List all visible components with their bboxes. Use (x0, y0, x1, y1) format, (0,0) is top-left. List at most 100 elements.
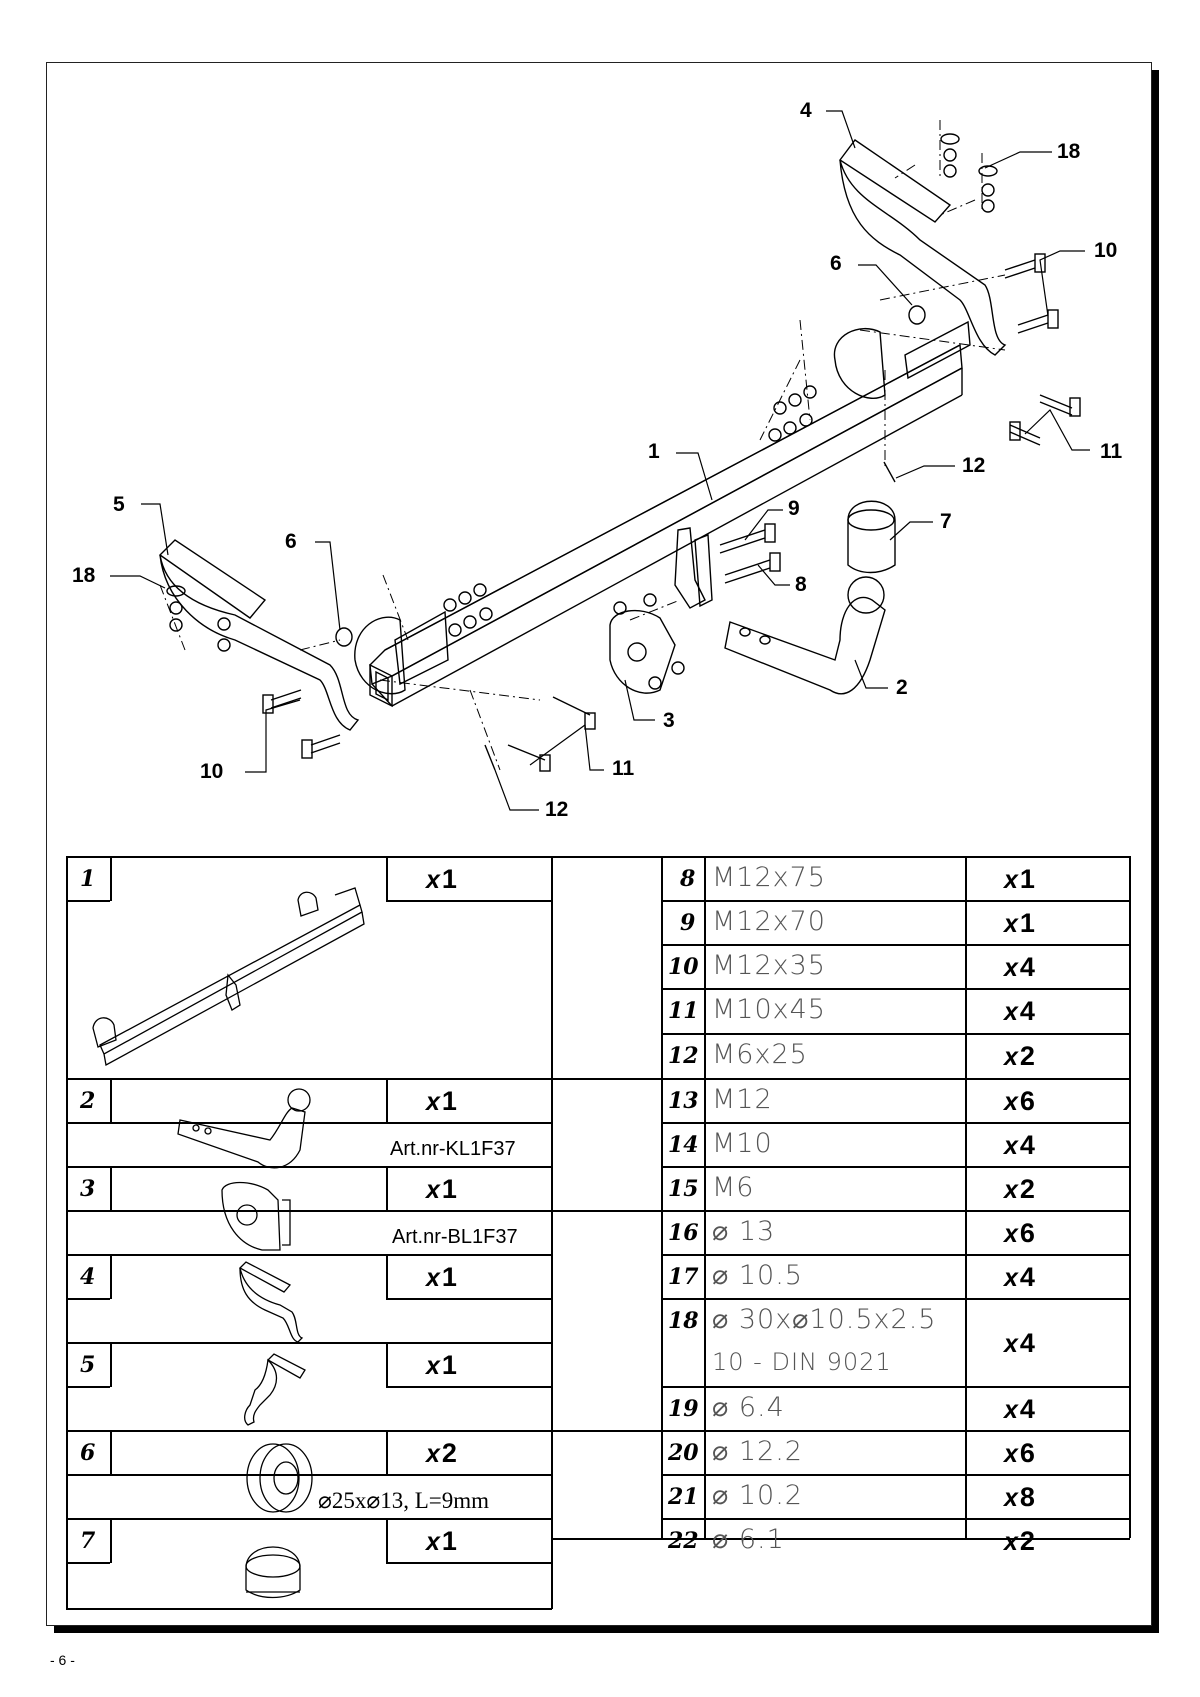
callout-5: 5 (113, 493, 125, 516)
bracket-part-5 (158, 539, 360, 731)
hardware-no-10: 10 (668, 954, 699, 980)
callout-3: 3 (663, 709, 675, 732)
nut-cluster (169, 148, 995, 690)
spacer-thumbnail (246, 1443, 313, 1513)
callout-6-left: 6 (285, 530, 297, 553)
crossbar-part (369, 343, 963, 708)
ball-neck-part-2 (724, 576, 886, 695)
hardware-spec-14: M10 (712, 1128, 773, 1159)
hardware-no-11: 11 (668, 998, 699, 1024)
callout-8: 8 (795, 573, 807, 596)
hardware-no-8: 8 (680, 866, 696, 892)
frame-shadow-bottom (54, 1626, 1159, 1633)
bolt-group (262, 253, 1081, 772)
bracket-part-4 (838, 139, 1007, 356)
callout-1: 1 (648, 440, 660, 463)
hardware-qty-11: x4 (1004, 996, 1035, 1026)
callout-2: 2 (896, 676, 908, 699)
part-qty-3: x1 (426, 1174, 457, 1204)
hardware-spec-16: ⌀ 13 (712, 1216, 776, 1247)
callout-18-right: 18 (1057, 140, 1081, 163)
hardware-qty-13: x6 (1004, 1086, 1035, 1116)
crossbar-thumbnail (92, 887, 365, 1067)
ball-cap-part-7 (847, 500, 896, 574)
hardware-no-12: 12 (668, 1043, 699, 1069)
hardware-no-15: 15 (668, 1176, 699, 1202)
hardware-qty-21: x8 (1004, 1482, 1035, 1512)
callout-11-right: 11 (1100, 440, 1123, 463)
part-no-5: 5 (80, 1352, 96, 1378)
hardware-spec-13: M12 (712, 1084, 773, 1115)
hardware-qty-22: x2 (1004, 1526, 1035, 1556)
hardware-no-20: 20 (668, 1440, 699, 1466)
hardware-qty-20: x6 (1004, 1438, 1035, 1468)
hardware-qty-14: x4 (1004, 1130, 1035, 1160)
hardware-spec-8: M12x75 (712, 862, 826, 893)
hardware-no-21: 21 (668, 1484, 699, 1510)
part-qty-4: x1 (426, 1262, 457, 1292)
callout-11-left: 11 (612, 757, 635, 780)
hardware-spec-20: ⌀ 12.2 (712, 1436, 803, 1467)
hardware-qty-17: x4 (1004, 1262, 1035, 1292)
hardware-qty-8: x1 (1004, 864, 1035, 894)
hardware-qty-18: x4 (1004, 1328, 1035, 1358)
hardware-spec-12: M6x25 (712, 1039, 808, 1070)
part-qty-1: x1 (426, 864, 457, 894)
bracket-4-thumbnail (238, 1261, 304, 1343)
callout-10-right: 10 (1094, 239, 1118, 262)
hardware-spec-18: ⌀ 30x⌀10.5x2.5 (712, 1304, 937, 1335)
part-note-3: Art.nr-BL1F37 (392, 1226, 518, 1248)
part-no-7: 7 (80, 1528, 96, 1554)
hardware-qty-12: x2 (1004, 1041, 1035, 1071)
hardware-spec-11: M10x45 (712, 994, 826, 1025)
page-number: - 6 - (50, 1652, 75, 1668)
hardware-qty-16: x6 (1004, 1218, 1035, 1248)
part-qty-2: x1 (426, 1086, 457, 1116)
part-no-2: 2 (80, 1088, 96, 1114)
hardware-no-18: 18 (668, 1308, 699, 1334)
hardware-no-14: 14 (668, 1132, 699, 1158)
callout-12-left: 12 (545, 798, 569, 821)
part-no-6: 6 (80, 1440, 96, 1466)
hardware-spec-22: ⌀ 6.1 (712, 1524, 785, 1555)
hardware-qty-15: x2 (1004, 1174, 1035, 1204)
socket-plate-thumbnail (221, 1181, 291, 1251)
hardware-spec-15: M6 (712, 1172, 755, 1203)
hardware-no-9: 9 (680, 910, 696, 936)
callout-9: 9 (788, 497, 800, 520)
exploded-assembly-drawing (110, 110, 1090, 811)
part-note-6: ⌀25x⌀13, L=9mm (318, 1488, 489, 1513)
hardware-qty-9: x1 (1004, 908, 1035, 938)
part-no-1: 1 (80, 866, 96, 892)
hardware-no-22: 22 (668, 1528, 699, 1554)
hardware-spec-17: ⌀ 10.5 (712, 1260, 803, 1291)
part-note-2: Art.nr-KL1F37 (390, 1138, 516, 1160)
hardware-spec-standard-18: 10 - DIN 9021 (712, 1348, 892, 1376)
hardware-spec-9: M12x70 (712, 906, 826, 937)
part-thumbnails (92, 887, 365, 1599)
hardware-no-17: 17 (668, 1264, 699, 1290)
hardware-qty-10: x4 (1004, 952, 1035, 982)
hardware-no-16: 16 (668, 1220, 699, 1246)
callout-10-left: 10 (200, 760, 224, 783)
part-qty-5: x1 (426, 1350, 457, 1380)
hardware-spec-21: ⌀ 10.2 (712, 1480, 803, 1511)
part-no-3: 3 (80, 1176, 96, 1202)
bracket-5-thumbnail (244, 1353, 306, 1426)
callout-18-left: 18 (72, 564, 96, 587)
hardware-qty-19: x4 (1004, 1394, 1035, 1424)
callout-4: 4 (800, 99, 812, 122)
part-qty-6: x2 (426, 1438, 457, 1468)
hardware-no-19: 19 (668, 1396, 699, 1422)
hardware-spec-19: ⌀ 6.4 (712, 1392, 785, 1423)
part-no-4: 4 (80, 1264, 96, 1290)
cap-thumbnail (245, 1546, 301, 1599)
part-qty-7: x1 (426, 1526, 457, 1556)
hardware-spec-10: M12x35 (712, 950, 826, 981)
frame-shadow-right (1152, 70, 1159, 1632)
callout-7: 7 (940, 510, 952, 533)
socket-plate-part-3 (609, 609, 676, 694)
callout-6-right: 6 (830, 252, 842, 275)
hardware-no-13: 13 (668, 1088, 699, 1114)
callout-12-right: 12 (962, 454, 986, 477)
